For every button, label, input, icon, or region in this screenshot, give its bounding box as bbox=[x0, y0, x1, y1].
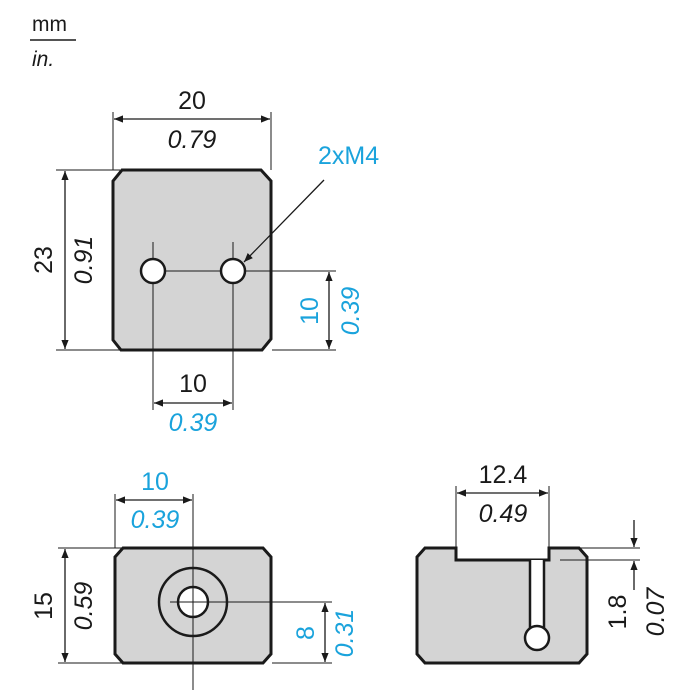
slot-cut bbox=[530, 560, 544, 628]
slot-depth-mm-label: 1.8 bbox=[604, 595, 632, 630]
height-mm-label: 23 bbox=[30, 246, 58, 274]
width-mm-label: 20 bbox=[178, 87, 206, 115]
units-legend: mm in. bbox=[30, 13, 76, 71]
top-view: 20 0.79 23 0.91 2xM4 10 0.39 10 0.39 bbox=[30, 87, 379, 437]
front-view: 10 0.39 15 0.59 8 0.31 bbox=[30, 468, 359, 690]
slot-end-hole bbox=[523, 624, 551, 652]
slot-depth-in-label: 0.07 bbox=[642, 587, 670, 637]
hole-callout-label: 2xM4 bbox=[318, 142, 379, 170]
width-in-label: 0.79 bbox=[168, 126, 217, 154]
hole-offset-mm-label: 10 bbox=[296, 297, 324, 325]
side-view-body bbox=[415, 546, 589, 665]
hole-spacing-in-label: 0.39 bbox=[169, 409, 218, 437]
slot-width-mm-label: 12.4 bbox=[479, 461, 528, 489]
slot-width-in-label: 0.49 bbox=[479, 500, 528, 528]
mounting-hole-1 bbox=[139, 257, 167, 285]
top-view-body bbox=[111, 168, 273, 352]
mounting-hole-2 bbox=[219, 257, 247, 285]
hole-spacing-mm-label: 10 bbox=[179, 370, 207, 398]
front-height-in-label: 0.59 bbox=[70, 582, 98, 631]
unit-in: in. bbox=[32, 48, 54, 71]
front-height-mm-label: 15 bbox=[30, 592, 58, 620]
center-height-in-label: 0.31 bbox=[331, 609, 359, 658]
center-height-mm-label: 8 bbox=[292, 626, 320, 640]
hole-offset-in-label: 0.39 bbox=[337, 287, 365, 336]
height-in-label: 0.91 bbox=[70, 236, 98, 285]
center-offset-in-label: 0.39 bbox=[131, 506, 180, 534]
center-offset-mm-label: 10 bbox=[141, 468, 169, 496]
side-view: 12.4 0.49 1.8 0.07 bbox=[415, 461, 670, 665]
hole-callout-leader bbox=[243, 179, 325, 263]
unit-mm: mm bbox=[32, 13, 67, 36]
